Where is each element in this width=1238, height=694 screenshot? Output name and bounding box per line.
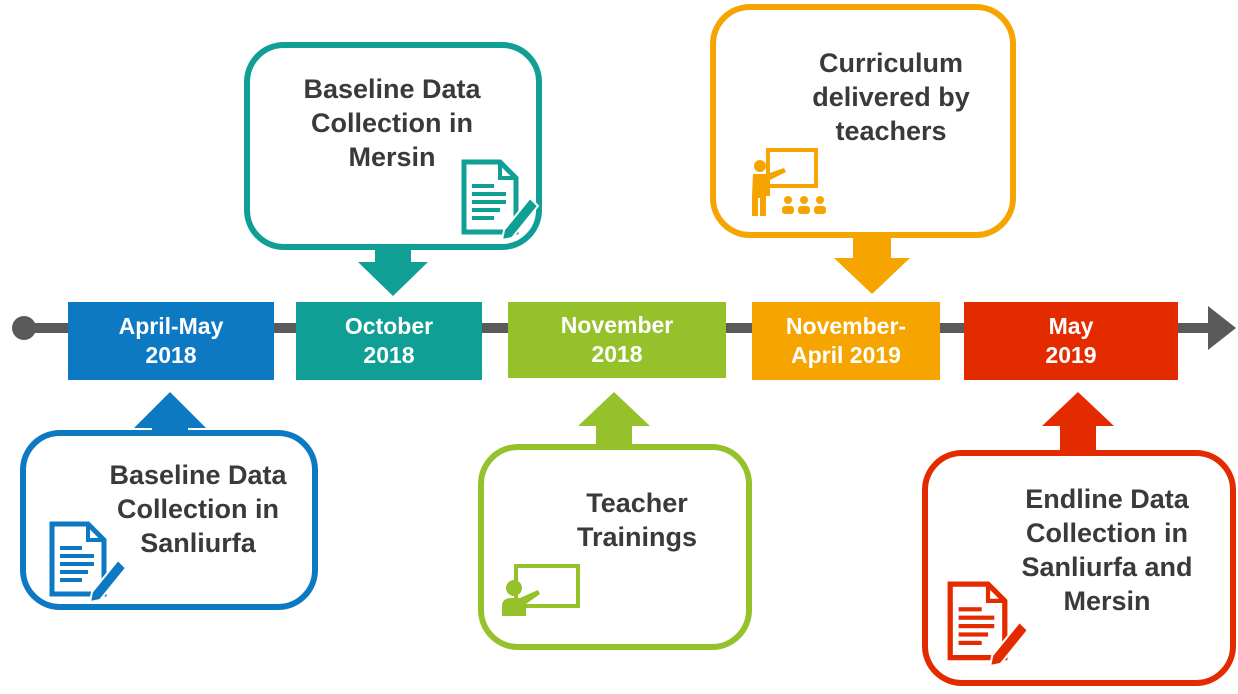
milestone-line1: November — [560, 312, 674, 338]
callout-text-line: Mersin — [348, 142, 436, 172]
document-pen-icon — [947, 581, 1030, 668]
callout-curriculum-text: Curriculum delivered by teachers — [776, 46, 1006, 148]
callout-endline-text: Endline Data Collection in Sanliurfa and… — [992, 482, 1222, 618]
callout-text-line: Baseline Data — [109, 460, 287, 490]
callout-text-line: Collection in — [1026, 518, 1188, 548]
callout-arrow-blue — [134, 392, 206, 436]
callout-baseline-mersin-text: Baseline Data Collection in Mersin — [262, 72, 522, 174]
milestone-line2: April 2019 — [791, 342, 901, 368]
callout-text-line: Mersin — [1063, 586, 1151, 616]
milestone-line1: November- — [785, 313, 907, 339]
callout-text-line: Trainings — [576, 522, 698, 552]
callout-text-line: Sanliurfa — [140, 528, 256, 558]
document-pen-icon — [461, 159, 540, 242]
milestone-line1: October — [344, 313, 434, 339]
callout-arrow-teal — [358, 248, 428, 296]
callout-arrow-green — [578, 392, 650, 446]
milestone-april-may-2018: April-May 2018 — [68, 302, 274, 380]
milestone-november-april-2019: November- April 2019 — [752, 302, 940, 380]
teacher-presentation-icon — [752, 148, 826, 216]
callout-text-line: Baseline Data — [303, 74, 481, 104]
callout-arrow-orange — [834, 236, 910, 294]
milestone-may-2019: May 2019 — [964, 302, 1178, 380]
milestone-october-2018: October 2018 — [296, 302, 482, 380]
callout-endline — [922, 450, 1236, 686]
timeline-start-dot — [12, 316, 36, 340]
board-presenter-icon — [502, 564, 580, 616]
callout-text-line: delivered by — [812, 82, 970, 112]
milestone-line2: 2018 — [145, 342, 197, 368]
callout-baseline-sanliurfa-text: Baseline Data Collection in Sanliurfa — [78, 458, 318, 560]
milestone-november-2018: November 2018 — [508, 302, 726, 378]
callout-text-line: Teacher — [586, 488, 688, 518]
milestone-line1: April-May — [118, 313, 224, 339]
callout-text-line: Collection in — [311, 108, 473, 138]
document-pen-icon — [49, 521, 128, 604]
milestone-line2: 2018 — [591, 341, 643, 367]
timeline-end-arrow — [1208, 306, 1236, 350]
callout-arrow-red — [1042, 392, 1114, 452]
callout-text-line: Sanliurfa and — [1021, 552, 1193, 582]
callout-baseline-mersin — [244, 42, 542, 250]
milestone-line2: 2018 — [363, 342, 415, 368]
milestone-line1: May — [1048, 313, 1094, 339]
callout-text-line: Endline Data — [1025, 484, 1189, 514]
callout-text-line: Collection in — [117, 494, 279, 524]
callout-teacher-trainings-text: Teacher Trainings — [562, 486, 712, 554]
milestone-line2: 2019 — [1045, 342, 1097, 368]
callout-text-line: Curriculum — [818, 48, 964, 78]
callout-text-line: teachers — [835, 116, 947, 146]
